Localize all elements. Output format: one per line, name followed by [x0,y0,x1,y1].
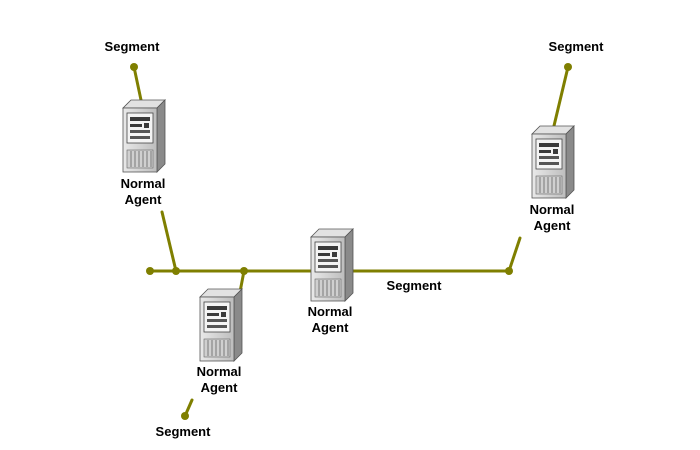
agent-label-line: Normal [529,202,575,217]
server-tower-icon [122,99,166,173]
segment-node [130,63,138,71]
segment-wire-top-right [551,65,570,132]
segment-node [240,267,248,275]
server-tower-icon [199,288,243,362]
server-tower-icon [310,228,354,302]
segment-wire-right [507,236,522,273]
agent-label: Normal Agent [179,364,259,396]
segment-node [505,267,513,275]
agent-label: Normal Agent [290,304,370,336]
segment-wire-top-left [132,65,143,102]
server-tower-icon [531,125,575,199]
segment-node [146,267,154,275]
agent-label-line: Agent [311,320,349,335]
agent-label-line: Agent [124,192,162,207]
segment-label: Segment [548,39,604,54]
agent-label: Normal Agent [512,202,592,234]
agent-label-line: Normal [120,176,166,191]
agent-label-line: Agent [200,380,238,395]
agent-label-line: Normal [196,364,242,379]
segment-node [172,267,180,275]
agent-label-line: Normal [307,304,353,319]
agent-label-line: Agent [533,218,571,233]
segment-wire-left-drop [160,210,178,273]
segment-label: Segment [386,278,442,293]
agent-label: Normal Agent [103,176,183,208]
segment-label: Segment [104,39,160,54]
segment-label: Segment [155,424,211,439]
segment-node [564,63,572,71]
segment-node [181,412,189,420]
